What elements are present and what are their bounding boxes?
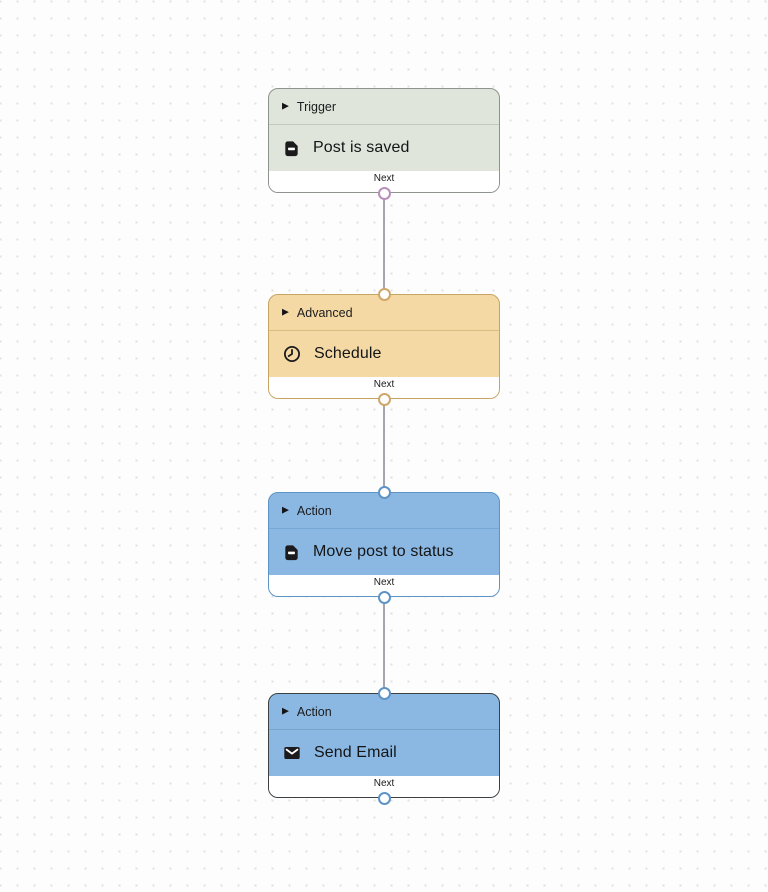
- workflow-node-action-send-email[interactable]: ▶ Action Send Email Next: [268, 686, 500, 805]
- node-header[interactable]: ▶ Action: [269, 493, 499, 529]
- output-handle[interactable]: [377, 791, 391, 805]
- node-type-label: Advanced: [296, 305, 353, 320]
- node-footer: Next: [269, 377, 499, 398]
- next-label: Next: [373, 173, 395, 184]
- node-box: ▶ Trigger Post is saved Next: [268, 88, 500, 193]
- node-footer: Next: [269, 776, 499, 797]
- next-label: Next: [373, 379, 395, 390]
- node-body[interactable]: Send Email: [269, 730, 499, 776]
- document-icon: [282, 543, 301, 562]
- input-handle[interactable]: [377, 485, 391, 499]
- node-title: Schedule: [314, 345, 382, 362]
- next-label: Next: [373, 778, 395, 789]
- clock-icon: [282, 344, 302, 364]
- node-title: Move post to status: [313, 543, 454, 560]
- edge-advanced-to-action1[interactable]: [383, 396, 385, 494]
- node-title: Post is saved: [313, 139, 410, 156]
- workflow-node-action-move-post[interactable]: ▶ Action Move post to status Next: [268, 485, 500, 604]
- output-handle[interactable]: [377, 590, 391, 604]
- document-icon: [282, 139, 301, 158]
- node-header[interactable]: ▶ Action: [269, 694, 499, 730]
- node-body[interactable]: Move post to status: [269, 529, 499, 575]
- collapse-triangle-icon[interactable]: ▶: [282, 504, 289, 515]
- edge-action1-to-action2[interactable]: [383, 597, 385, 695]
- node-title: Send Email: [314, 744, 397, 761]
- node-body[interactable]: Post is saved: [269, 125, 499, 171]
- output-handle[interactable]: [377, 186, 391, 200]
- collapse-triangle-icon[interactable]: ▶: [282, 100, 289, 111]
- node-header[interactable]: ▶ Advanced: [269, 295, 499, 331]
- input-handle[interactable]: [377, 686, 391, 700]
- node-type-label: Action: [296, 503, 332, 518]
- next-label: Next: [373, 577, 395, 588]
- node-footer: Next: [269, 575, 499, 596]
- node-box: ▶ Advanced Schedule Next: [268, 294, 500, 399]
- mail-icon: [282, 743, 302, 763]
- node-header[interactable]: ▶ Trigger: [269, 89, 499, 125]
- collapse-triangle-icon[interactable]: ▶: [282, 306, 289, 317]
- node-box: ▶ Action Move post to status Next: [268, 492, 500, 597]
- workflow-node-advanced[interactable]: ▶ Advanced Schedule Next: [268, 287, 500, 406]
- node-box: ▶ Action Send Email Next: [268, 693, 500, 798]
- edge-trigger-to-advanced[interactable]: [383, 194, 385, 294]
- node-body[interactable]: Schedule: [269, 331, 499, 377]
- node-footer: Next: [269, 171, 499, 192]
- input-handle[interactable]: [377, 287, 391, 301]
- output-handle[interactable]: [377, 392, 391, 406]
- workflow-node-trigger[interactable]: ▶ Trigger Post is saved Next: [268, 88, 500, 200]
- node-type-label: Trigger: [296, 99, 337, 114]
- node-type-label: Action: [296, 704, 332, 719]
- collapse-triangle-icon[interactable]: ▶: [282, 705, 289, 716]
